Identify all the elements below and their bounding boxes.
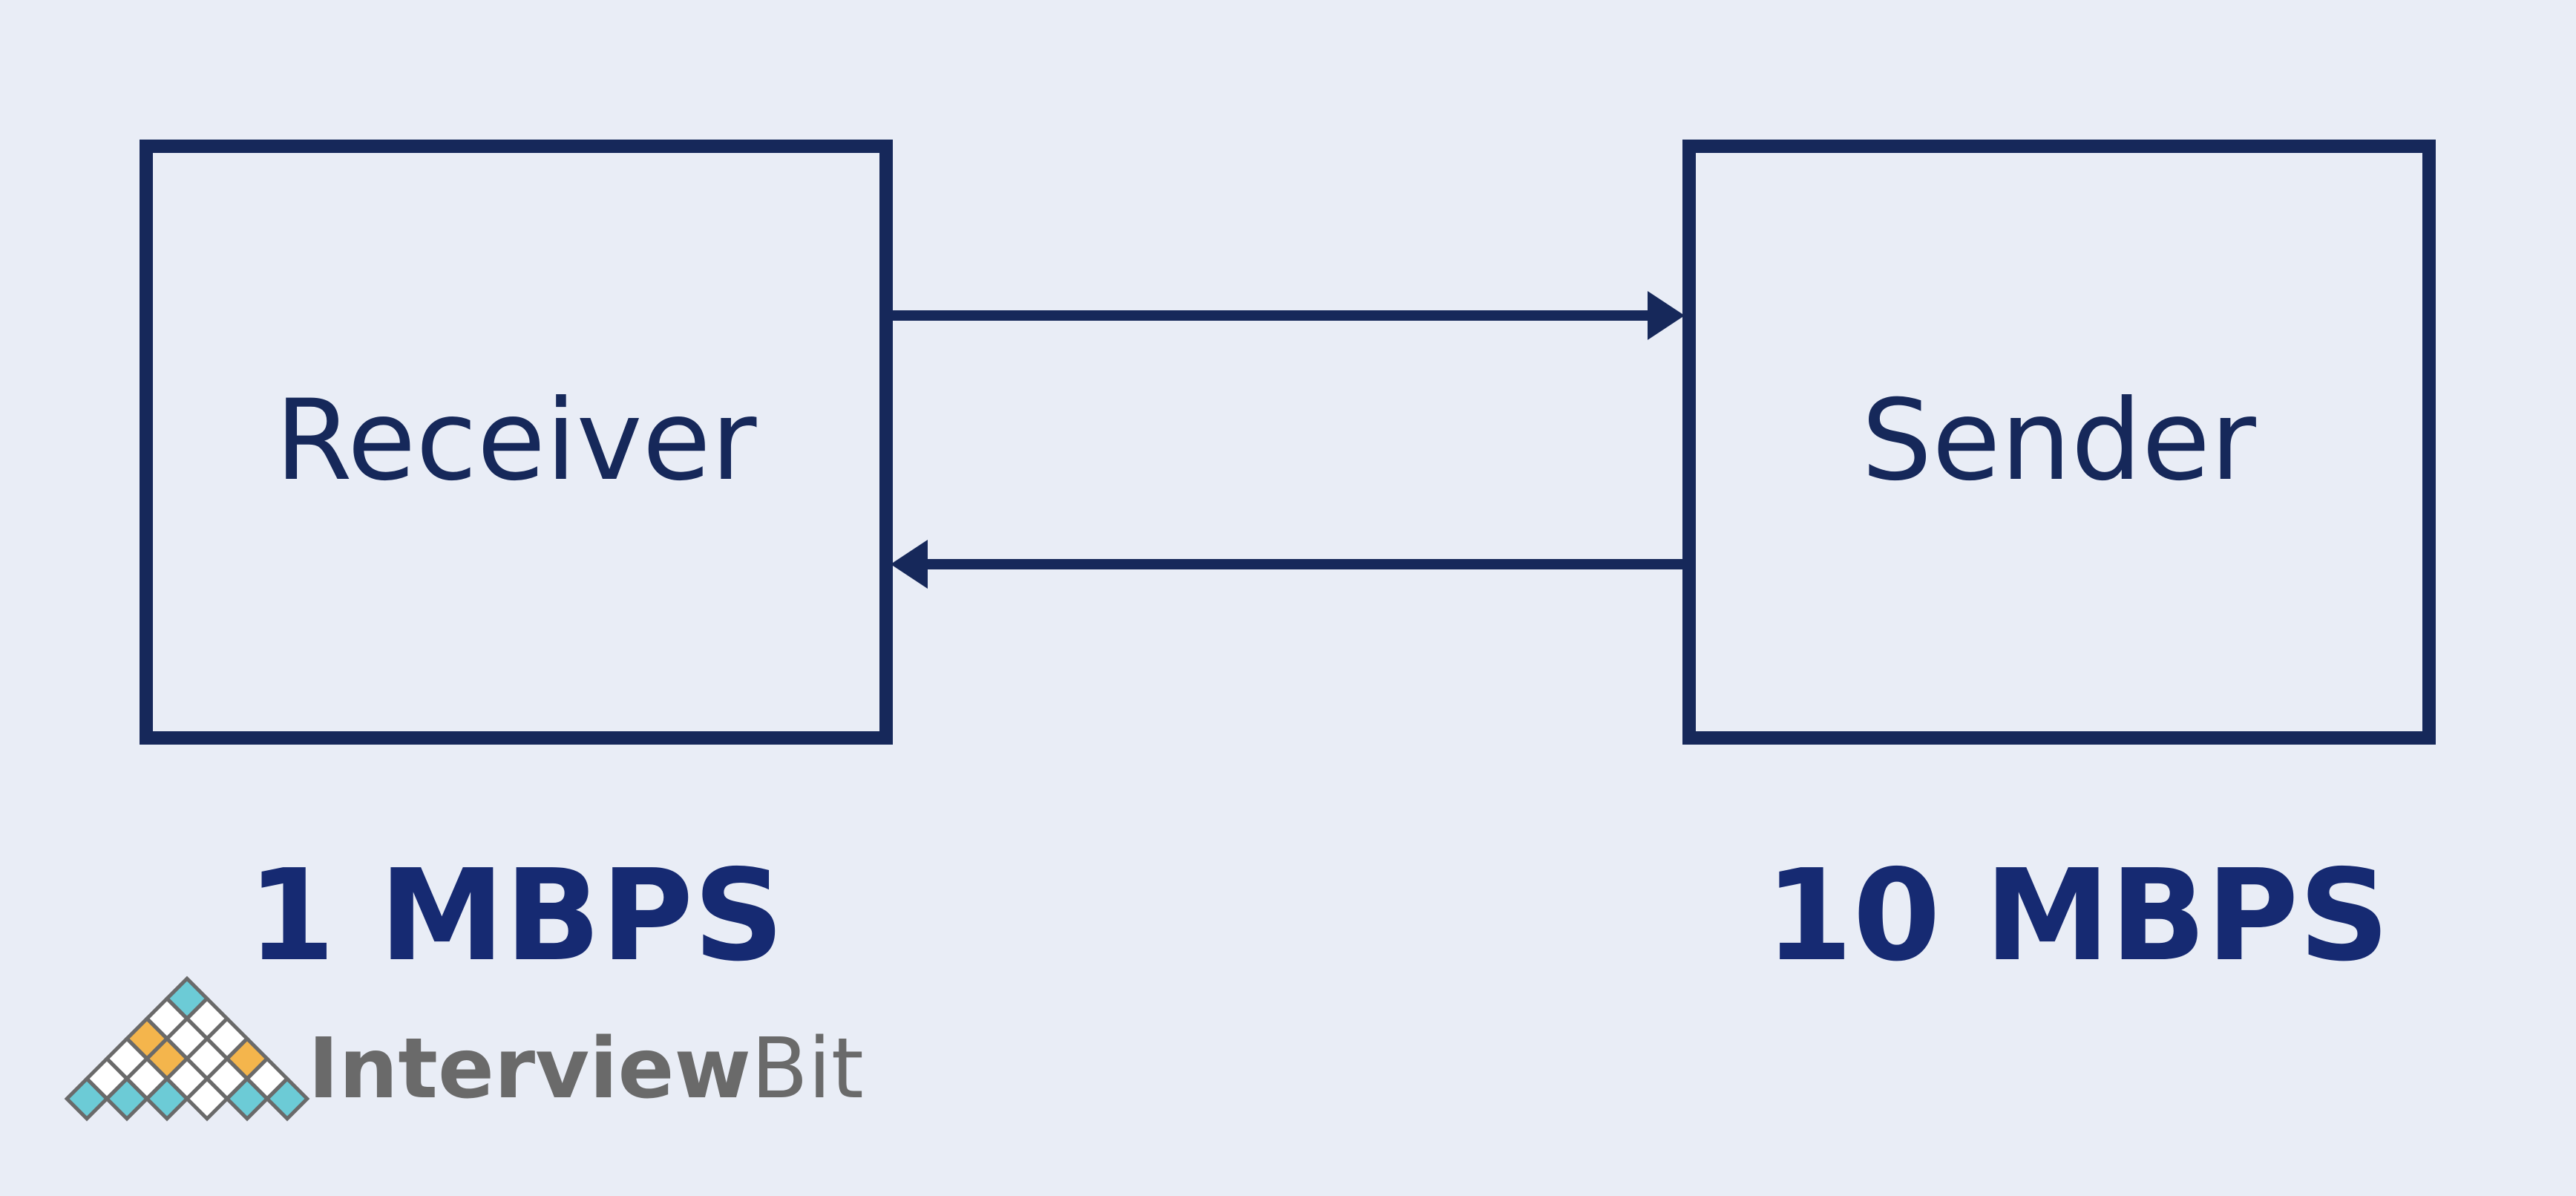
sender-label: Sender [1861,376,2256,506]
sender-speed: 10 MBPS [1765,843,2390,990]
interviewbit-logo: InterviewBit [64,976,864,1122]
logo-text: InterviewBit [308,1021,864,1117]
logo-text-interview: Interview [308,1021,751,1117]
arrow-receiver-to-sender [886,291,1685,340]
logo-diamond-icon [64,976,310,1122]
receiver-box [140,140,893,745]
receiver-label: Receiver [275,376,757,506]
logo-text-bit: Bit [751,1021,864,1117]
arrow-sender-to-receiver [891,540,1689,589]
receiver-speed: 1 MBPS [247,843,784,990]
arrowhead-left-icon [891,540,928,589]
sender-box [1682,140,2436,745]
arrowhead-right-icon [1648,291,1685,340]
